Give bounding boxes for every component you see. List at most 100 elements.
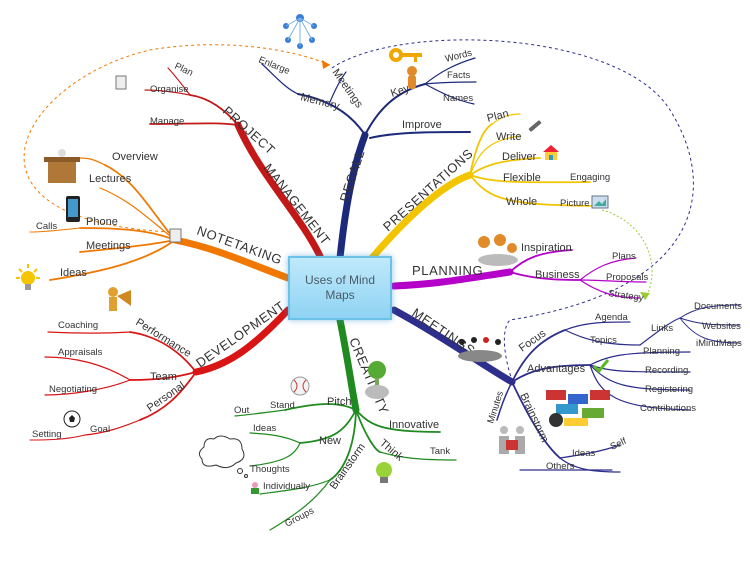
team-meeting-icon (478, 234, 518, 266)
dashed-link-picture-to-strategy (601, 209, 653, 301)
people-puzzle-icon (499, 426, 525, 454)
podium-icon (44, 149, 80, 183)
phone-label: Phone (86, 216, 118, 228)
think-label: Think (377, 437, 406, 464)
write-label: Write (496, 131, 521, 143)
lectures-label: Lectures (89, 173, 132, 185)
ideas-note-label: Ideas (60, 267, 87, 279)
meetings-label: MEETINGS (409, 305, 478, 358)
arrowhead (322, 60, 330, 69)
setting-label: Setting (32, 429, 62, 440)
agenda-label: Agenda (595, 312, 628, 323)
plan-project-label: Plan (173, 61, 195, 79)
megaphone-figure-icon (108, 287, 131, 311)
picture-label: Picture (560, 198, 590, 209)
pen-icon (528, 120, 542, 132)
individually-label: Individually (263, 481, 310, 492)
new-label: New (319, 435, 341, 447)
registering-label: Registering (645, 384, 693, 395)
ideas-mtg-label: Ideas (572, 448, 595, 459)
people-network-icon (283, 14, 317, 49)
flexible-label: Flexible (503, 172, 541, 184)
branch-creativity (234, 316, 457, 531)
branch-recall (261, 57, 477, 262)
plans-label: Plans (612, 251, 636, 262)
plan-pres-label: Plan (486, 108, 510, 125)
checklist-icon (115, 75, 127, 90)
branch-project (144, 67, 324, 260)
improve-label: Improve (402, 119, 442, 131)
deliver-label: Deliver (502, 151, 537, 163)
brainstorm-creativity-label: Brainstorm (328, 441, 368, 491)
lightbulb-glow-icon (16, 264, 40, 290)
arrowhead (640, 292, 650, 300)
person-icon (251, 482, 259, 494)
team-label: Team (150, 371, 177, 383)
chat-bubbles-icon (546, 390, 610, 427)
coaching-label: Coaching (58, 320, 98, 331)
central-topic-title: Uses of Mind Maps (304, 273, 376, 302)
performance-label: Performance (133, 316, 193, 360)
meetings-note-label: Meetings (86, 240, 131, 252)
thoughts-label: Thoughts (250, 464, 290, 475)
branch-notetaking (29, 157, 292, 282)
documents-label: Documents (694, 301, 742, 312)
engaging-label: Engaging (570, 172, 610, 183)
personal-label: Personal (145, 380, 187, 415)
stand-label: Stand (270, 400, 295, 411)
thought-cloud-icon (198, 435, 248, 478)
smartphone-icon (66, 196, 80, 222)
overview-label: Overview (112, 151, 158, 163)
proposals-label: Proposals (606, 272, 648, 283)
branch-planning (390, 249, 647, 299)
ideas-creativity-label: Ideas (253, 423, 276, 434)
links-label: Links (651, 323, 673, 334)
goal-label: Goal (90, 424, 110, 435)
pitch-label: Pitch (327, 396, 351, 408)
advantages-label: Advantages (527, 363, 586, 375)
management-label: MANAGEMENT (261, 161, 334, 248)
organise-label: Organise (150, 84, 189, 95)
out-label: Out (234, 405, 250, 416)
key-label: Key (389, 82, 411, 99)
business-label: Business (535, 269, 580, 281)
dashed-link-recall-to-meetings (331, 39, 694, 381)
appraisals-label: Appraisals (58, 347, 103, 358)
checkmark-icon (592, 359, 610, 374)
groups-label: Groups (283, 505, 316, 529)
topics-label: Topics (590, 335, 617, 346)
self-label: Self (609, 436, 629, 453)
tank-label: Tank (430, 446, 450, 457)
enlarge-label: Enlarge (257, 55, 291, 77)
soccer-ball-icon (63, 410, 81, 428)
branch-presentations (368, 113, 601, 262)
others-label: Others (546, 461, 575, 472)
dashed-link-notetaking-to-meetings (23, 44, 331, 233)
central-topic: Uses of Mind Maps (288, 256, 392, 320)
brain-tree-icon (365, 361, 389, 399)
innovative-label: Innovative (389, 419, 439, 431)
minutes-label: Minutes (485, 390, 506, 425)
planning-mtg-label: Planning (643, 346, 680, 357)
memory-label: Memory (299, 91, 341, 112)
words-label: Words (444, 48, 473, 65)
negotiating-label: Negotiating (49, 384, 97, 395)
imindmaps-label: iMindMaps (696, 338, 742, 349)
contributions-label: Contributions (640, 403, 696, 414)
branch-development (29, 306, 292, 441)
board-meeting-icon (458, 337, 502, 362)
whole-label: Whole (506, 196, 537, 208)
calls-label: Calls (36, 221, 57, 232)
recording-label: Recording (645, 365, 688, 376)
lightbulb-icon (376, 462, 392, 483)
house-icon (543, 145, 559, 160)
development-label: DEVELOPMENT (193, 298, 287, 370)
baseball-icon (290, 376, 310, 396)
strategy-label: Strategy (608, 288, 645, 304)
inspiration-label: Inspiration (521, 242, 572, 254)
recall-label: RECALL (337, 148, 368, 204)
names-label: Names (443, 93, 473, 104)
notepad-icon (169, 228, 182, 243)
key-icon (389, 48, 422, 89)
